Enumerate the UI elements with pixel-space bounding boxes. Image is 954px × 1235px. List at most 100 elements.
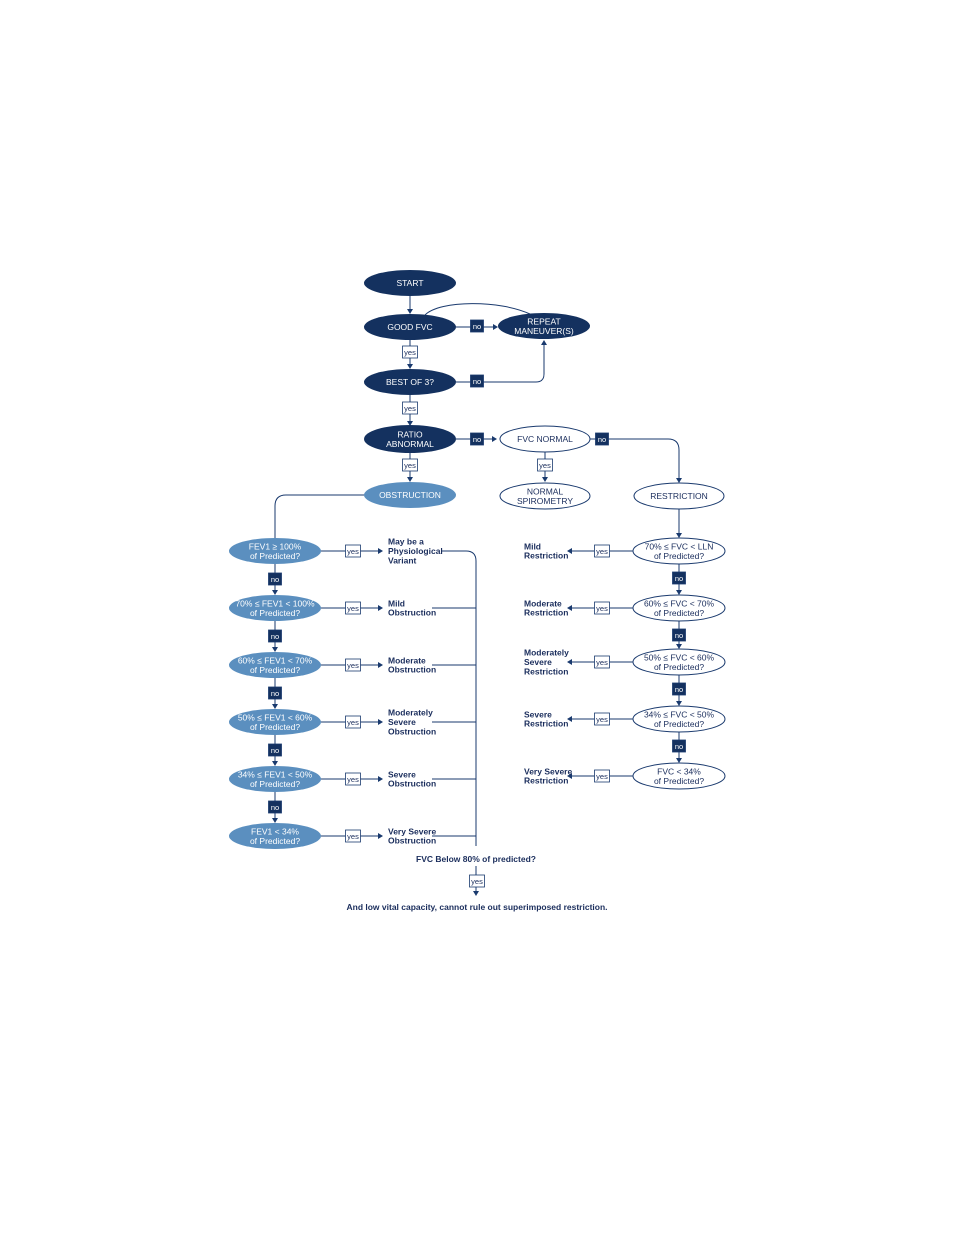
obstruction-level-4-node: 50% ≤ FEV1 < 60%of Predicted?: [229, 709, 321, 735]
no-tag: no: [672, 571, 686, 585]
yes-tag-box: [345, 715, 361, 729]
footer-conclusion: And low vital capacity, cannot rule out …: [346, 902, 607, 912]
yes-tag: yes: [345, 715, 361, 729]
obstruction-outcome-4-line: Moderately: [388, 708, 433, 718]
yes-tag-box: [469, 874, 485, 888]
yes-tag: yes: [345, 544, 361, 558]
no-tag: no: [672, 682, 686, 696]
arrowhead: [407, 477, 413, 482]
yes-tag-box: [345, 829, 361, 843]
obstruction-level-6-node-shape: [229, 823, 321, 849]
obstruction-outcome-4-line: Obstruction: [388, 726, 436, 736]
no-tag-label: no: [271, 575, 279, 584]
obstruction-outcome-6-line: Obstruction: [388, 836, 436, 846]
no-tag-label: no: [675, 685, 683, 694]
no-tag-box: [268, 572, 282, 586]
no-tag-label: no: [271, 746, 279, 755]
arrowhead: [378, 605, 383, 611]
no-tag-box: [268, 686, 282, 700]
no-tag-label: no: [271, 632, 279, 641]
yes-tag-label: yes: [347, 604, 359, 613]
restriction-level-3-node-label: 50% ≤ FVC < 60%: [644, 652, 715, 662]
yes-tag-label: yes: [596, 547, 608, 556]
obstruction-outcome-3-line: Moderate: [388, 655, 426, 665]
no-tag: no: [672, 628, 686, 642]
restriction-level-5-node-shape: [632, 762, 726, 790]
arrowhead: [272, 647, 278, 652]
obstruction-level-5-node-label: 34% ≤ FEV1 < 50%: [238, 769, 313, 779]
no-tag: no: [470, 319, 484, 333]
no-tag: no: [268, 572, 282, 586]
yes-tag-label: yes: [596, 715, 608, 724]
obstruction-level-4-node-label: 50% ≤ FEV1 < 60%: [238, 712, 313, 722]
obstruction-node-shape: [364, 482, 456, 508]
no-tag-label: no: [271, 803, 279, 812]
arrowhead: [542, 477, 548, 482]
restriction-level-1-node-shape: [632, 537, 726, 565]
yes-tag-box: [594, 655, 610, 669]
obstruction-level-1-node-label: FEV1 ≥ 100%: [249, 541, 302, 551]
arrowhead: [676, 533, 682, 538]
obstruction-level-3-node: 60% ≤ FEV1 < 70%of Predicted?: [229, 652, 321, 678]
restriction-outcome-5-line: Very Severe: [524, 766, 572, 776]
obstruction-bus: [441, 550, 477, 846]
restriction-level-4-node: 34% ≤ FVC < 50%of Predicted?: [632, 705, 726, 733]
arrowhead: [272, 761, 278, 766]
yes-tag-box: [594, 544, 610, 558]
arrowhead: [407, 309, 413, 314]
arrowhead: [541, 340, 547, 345]
obstruction-level-1-node: FEV1 ≥ 100%of Predicted?: [229, 538, 321, 564]
obstruction-outcome-1-line: Variant: [388, 555, 417, 565]
ratio-abnormal-node-label: RATIO: [397, 429, 423, 439]
arrowhead: [676, 478, 682, 483]
restriction-outcome-1-line: Restriction: [524, 551, 568, 561]
start-node-shape: [364, 270, 456, 296]
obstruction-outcome-1-line: Physiological: [388, 546, 443, 556]
obstruction-outcome-5-line: Severe: [388, 769, 416, 779]
normal-spirometry-node-label: NORMAL: [527, 486, 564, 496]
no-tag-label: no: [473, 322, 481, 331]
restriction-level-2-node: 60% ≤ FVC < 70%of Predicted?: [632, 594, 726, 622]
yes-tag: yes: [345, 829, 361, 843]
arrowhead: [473, 891, 479, 896]
yes-tag-label: yes: [404, 348, 416, 357]
best-of-3-node: BEST OF 3?: [364, 369, 456, 395]
yes-tag-box: [345, 544, 361, 558]
no-tag: no: [268, 800, 282, 814]
yes-tag-label: yes: [347, 775, 359, 784]
obstruction-outcome-5-line: Obstruction: [388, 779, 436, 789]
no-tag: no: [268, 629, 282, 643]
no-tag-label: no: [473, 435, 481, 444]
arrowhead: [272, 590, 278, 595]
no-tag-box: [268, 800, 282, 814]
yes-tag: yes: [402, 345, 418, 359]
yes-tag-box: [345, 658, 361, 672]
restriction-outcome-3-line: Severe: [524, 657, 552, 667]
obstruction-level-2-node-label: of Predicted?: [250, 608, 300, 618]
no-tag-box: [595, 432, 609, 446]
no-tag-box: [470, 432, 484, 446]
restriction-node-shape: [633, 482, 725, 510]
yes-tag: yes: [594, 712, 610, 726]
yes-tag-box: [402, 458, 418, 472]
restriction-node-label: RESTRICTION: [650, 491, 708, 501]
obstruction-outcome-6-line: Very Severe: [388, 826, 436, 836]
yes-tag: yes: [594, 655, 610, 669]
repeat-maneuver-node-label: REPEAT: [527, 316, 560, 326]
arrowhead: [567, 548, 572, 554]
obstruction-level-6-node-label: of Predicted?: [250, 836, 300, 846]
arrowhead: [567, 716, 572, 722]
restriction-level-5-node-label: FVC < 34%: [657, 766, 701, 776]
yes-tag-label: yes: [596, 604, 608, 613]
yes-tag-box: [594, 769, 610, 783]
restriction-outcome-2-line: Moderate: [524, 598, 562, 608]
